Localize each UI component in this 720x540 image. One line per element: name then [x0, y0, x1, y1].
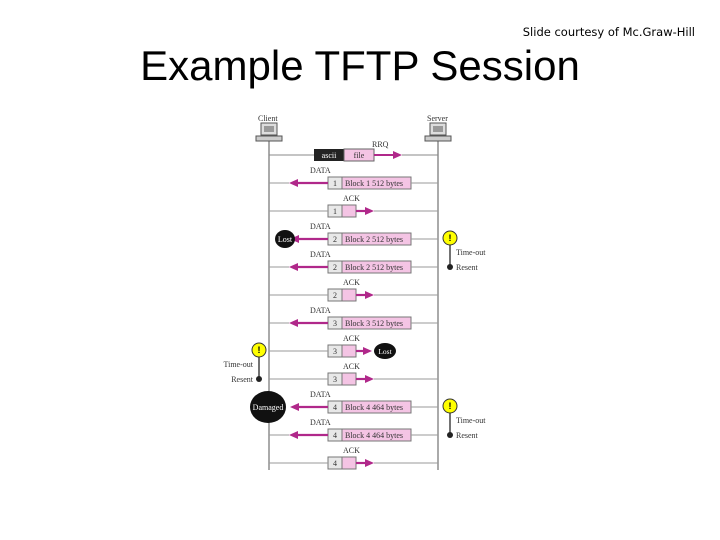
msg-5-ack-field	[341, 288, 357, 302]
msg-9-server-timeout-icon	[442, 398, 458, 414]
msg-2-block-number: 1	[333, 207, 337, 216]
rrq-mode-text: ascii	[322, 151, 337, 160]
client-label: Client	[258, 114, 278, 123]
msg-3-block-number: 2	[333, 235, 337, 244]
msg-4-arrow-head	[289, 263, 298, 271]
msg-9-client-badge	[250, 391, 286, 423]
msg-11-block-number: 4	[333, 459, 337, 468]
msg-5-block-number: 2	[333, 291, 337, 300]
msg-1-arrow-head	[289, 179, 298, 187]
msg-8-arrow-head	[365, 375, 374, 383]
msg-10-block-number: 4	[333, 431, 337, 440]
msg-7-server-badge-text: Lost	[378, 347, 392, 356]
msg-7-client-resend-dot	[256, 376, 262, 382]
msg-6-arrow-head	[289, 319, 298, 327]
msg-5-kind-label: ACK	[343, 278, 360, 287]
msg-3-server-resend-dot	[447, 264, 453, 270]
msg-7-kind-label: ACK	[343, 334, 360, 343]
msg-9-block-number: 4	[333, 403, 337, 412]
server-label: Server	[427, 114, 448, 123]
msg-3-client-badge-text: Lost	[278, 235, 293, 244]
msg-3-server-timeout-label: Time-out	[456, 248, 486, 257]
rrq-arrow-head	[393, 151, 402, 159]
msg-9-server-timeout-label: Time-out	[456, 416, 486, 425]
msg-7-server-badge	[374, 343, 396, 359]
msg-10-arrow-head	[289, 431, 298, 439]
rrq-file-text: file	[354, 151, 365, 160]
msg-1-kind-label: DATA	[310, 166, 331, 175]
msg-11-arrow-head	[365, 459, 374, 467]
msg-1-block-number: 1	[333, 179, 337, 188]
msg-4-block-number: 2	[333, 263, 337, 272]
msg-2-ack-field	[341, 204, 357, 218]
rrq-message: RRQ ascii file	[269, 140, 438, 162]
msg-7-ack-field	[341, 344, 357, 358]
msg-7-client-timeout-icon	[251, 342, 267, 358]
msg-2-kind-label: ACK	[343, 194, 360, 203]
msg-8-block-number: 3	[333, 375, 337, 384]
msg-3-kind-label: DATA	[310, 222, 331, 231]
msg-7-arrow-head	[363, 347, 372, 355]
msg-6-kind-label: DATA	[310, 306, 331, 315]
msg-9-server-timeout-icon-glyph: !	[449, 401, 452, 411]
msg-9-payload-text: Block 4 464 bytes	[345, 403, 403, 412]
msg-4-payload-text: Block 2 512 bytes	[345, 263, 403, 272]
msg-11-ack-field	[341, 456, 357, 470]
msg-6-block-number: 3	[333, 319, 337, 328]
msg-9-server-resend-dot	[447, 432, 453, 438]
msg-7-client-timeout-label: Time-out	[224, 360, 254, 369]
msg-9-kind-label: DATA	[310, 390, 331, 399]
msg-6-payload-text: Block 3 512 bytes	[345, 319, 403, 328]
msg-11-kind-label: ACK	[343, 446, 360, 455]
msg-7-client-resent-label: Resent	[231, 375, 254, 384]
msg-7-block-number: 3	[333, 347, 337, 356]
msg-4-kind-label: DATA	[310, 250, 331, 259]
msg-3-server-resent-label: Resent	[456, 263, 479, 272]
slide-title: Example TFTP Session	[140, 42, 580, 89]
rrq-label: RRQ	[372, 140, 389, 149]
msg-10-kind-label: DATA	[310, 418, 331, 427]
msg-3-server-timeout-icon-glyph: !	[449, 233, 452, 243]
slide-courtesy: Slide courtesy of Mc.Graw-Hill	[522, 25, 695, 39]
msg-9-arrow-head	[290, 403, 299, 411]
msg-9-server-resent-label: Resent	[456, 431, 479, 440]
server-computer-icon	[424, 122, 452, 142]
msg-3-client-badge	[275, 230, 295, 248]
msg-2-arrow-head	[365, 207, 374, 215]
msg-3-payload-text: Block 2 512 bytes	[345, 235, 403, 244]
msg-1-payload-text: Block 1 512 bytes	[345, 179, 403, 188]
msg-7-client-timeout-icon-glyph: !	[258, 345, 261, 355]
msg-3-server-timeout-icon	[442, 230, 458, 246]
msg-9-client-badge-text: Damaged	[253, 403, 284, 412]
msg-10-payload-text: Block 4 464 bytes	[345, 431, 403, 440]
msg-8-ack-field	[341, 372, 357, 386]
msg-8-kind-label: ACK	[343, 362, 360, 371]
client-computer-icon	[255, 122, 283, 142]
msg-5-arrow-head	[365, 291, 374, 299]
rrq-mode-field	[314, 149, 344, 161]
